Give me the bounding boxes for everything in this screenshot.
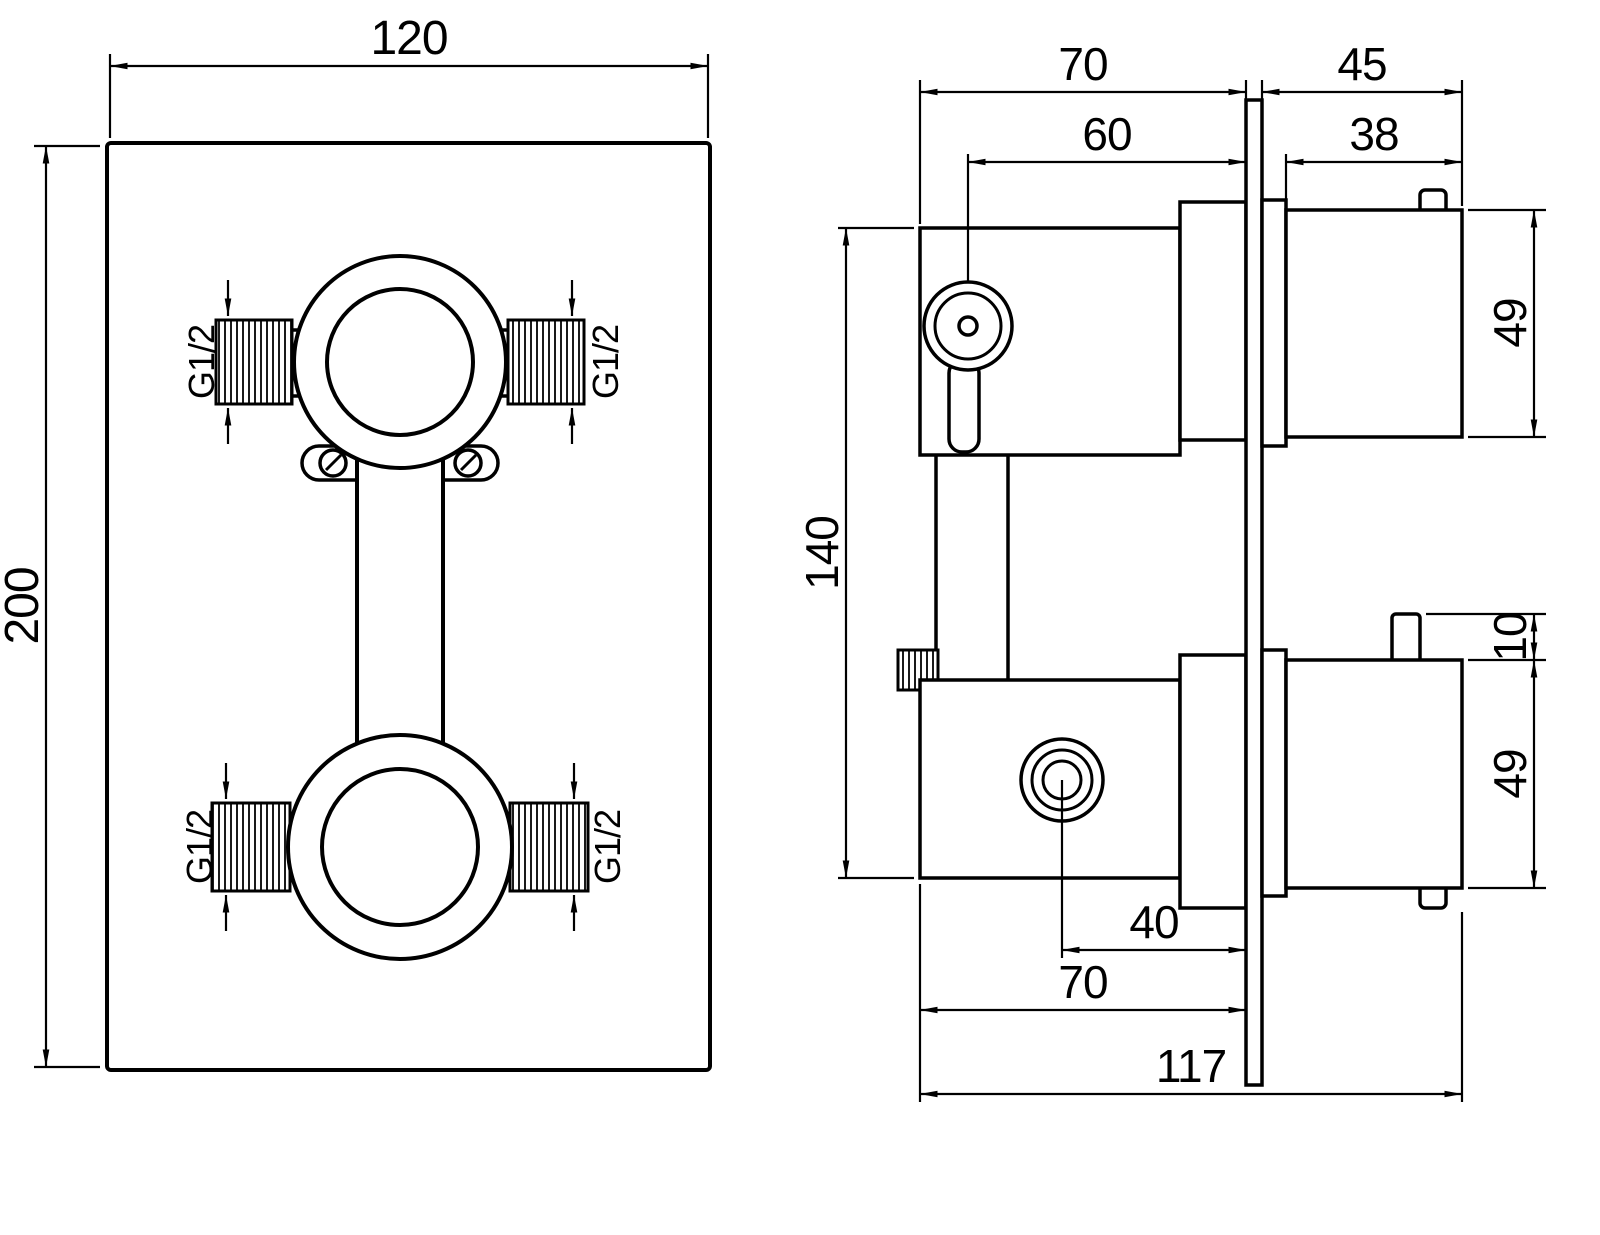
upper-valve-inner-circle — [325, 287, 475, 437]
bottom-handle — [1284, 658, 1464, 890]
mounting-screws — [318, 448, 483, 478]
front-width-label: 120 — [370, 12, 447, 65]
body-height-label: 140 — [796, 516, 848, 590]
diverter-knob — [1390, 612, 1422, 666]
thread-label-bottom-right: G1/2 — [587, 810, 628, 884]
front-width-dimension: 120 — [108, 12, 710, 138]
outlet-offset-label: 40 — [1129, 896, 1178, 948]
lower-left-thread — [210, 801, 292, 893]
dim-handle-length: 38 — [1284, 108, 1463, 206]
right-screw-slot — [459, 453, 478, 472]
thread-label-bottom-left: G1/2 — [179, 810, 220, 884]
upper-right-thread — [506, 318, 586, 406]
control-offset-label: 60 — [1082, 108, 1131, 160]
top-escutcheon — [1260, 198, 1288, 448]
dim-outlet-offset: 40 — [1060, 780, 1247, 958]
lower-cartridge — [1178, 653, 1248, 910]
body-depth-top-label: 70 — [1058, 38, 1107, 90]
side-thread-stub — [896, 648, 940, 692]
dim-trim-depth-top: 45 — [1260, 38, 1464, 206]
side-view: 70 45 60 38 140 49 — [796, 38, 1546, 1102]
dim-top-handle-diameter: 49 — [1468, 208, 1546, 439]
top-handle — [1284, 208, 1464, 439]
diverter-knob-height-label: 10 — [1484, 612, 1536, 661]
control-mid-circle — [933, 291, 1003, 361]
total-depth-label: 117 — [1156, 1040, 1226, 1092]
front-height-dimension: 200 — [0, 144, 100, 1069]
dim-body-height: 140 — [796, 226, 914, 880]
upper-cartridge — [1178, 200, 1248, 442]
top-handle-diameter-label: 49 — [1484, 298, 1536, 347]
body-depth-bottom-label: 70 — [1058, 956, 1107, 1008]
control-lever — [947, 358, 981, 454]
dim-bottom-handle-diameter: 49 — [1468, 659, 1546, 890]
control-center-dot — [957, 315, 979, 337]
front-height-label: 200 — [0, 567, 49, 644]
body-neck — [934, 448, 1010, 690]
trim-depth-top-label: 45 — [1337, 38, 1386, 90]
bottom-escutcheon — [1260, 648, 1288, 898]
dim-body-depth-bottom: 70 — [918, 884, 1247, 1102]
lower-right-thread — [508, 801, 590, 893]
trim-plate — [1244, 98, 1264, 1087]
lower-valve-inner-circle — [320, 767, 480, 927]
left-screw-slot — [324, 453, 343, 472]
thread-label-top-right: G1/2 — [585, 325, 626, 399]
bottom-handle-diameter-label: 49 — [1484, 749, 1536, 798]
upper-left-thread — [214, 318, 294, 406]
dim-diverter-knob-height: 10 — [1426, 612, 1546, 662]
thread-label-top-left: G1/2 — [181, 325, 222, 399]
dim-control-offset: 60 — [966, 108, 1247, 282]
handle-length-label: 38 — [1349, 108, 1398, 160]
thread-dimension-arrows — [222, 280, 578, 931]
dim-body-depth-top: 70 — [918, 38, 1248, 224]
front-view: G1/2 G1/2 G1/2 G1/2 120 200 — [0, 12, 712, 1072]
dim-total-depth: 117 — [919, 912, 1464, 1102]
